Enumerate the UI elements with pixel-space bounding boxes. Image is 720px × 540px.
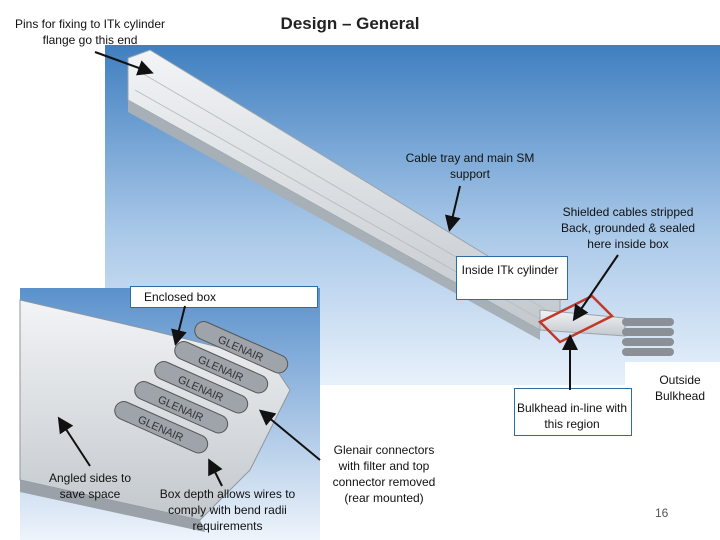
inside-itk-callout [456, 256, 568, 300]
shielded-cables-label: Shielded cables stripped Back, grounded … [560, 205, 696, 251]
glenair-label: Glenair connectors with filter and top c… [332, 443, 436, 505]
outside-connectors [622, 318, 674, 356]
enclosed-box-label: Enclosed box [143, 290, 217, 304]
pins-label: Pins for fixing to ITk cylinder flange g… [14, 17, 166, 47]
angled-sides-label: Angled sides to save space [48, 471, 132, 501]
box-depth-label: Box depth allows wires to comply with be… [159, 487, 296, 533]
page-number: 16 [655, 506, 669, 520]
enclosed-box-callout [130, 286, 318, 308]
slide-title: Design – General [280, 14, 420, 33]
bulkhead-inline-callout [514, 388, 632, 436]
cable-tray-label: Cable tray and main SM support [405, 151, 535, 181]
outside-bulkhead-callout [625, 362, 720, 410]
outside-bulkhead-label: Outside Bulkhead [654, 373, 706, 403]
inside-itk-label: Inside ITk cylinder [461, 263, 559, 277]
bulkhead-inline-label: Bulkhead in-line with this region [516, 401, 628, 431]
